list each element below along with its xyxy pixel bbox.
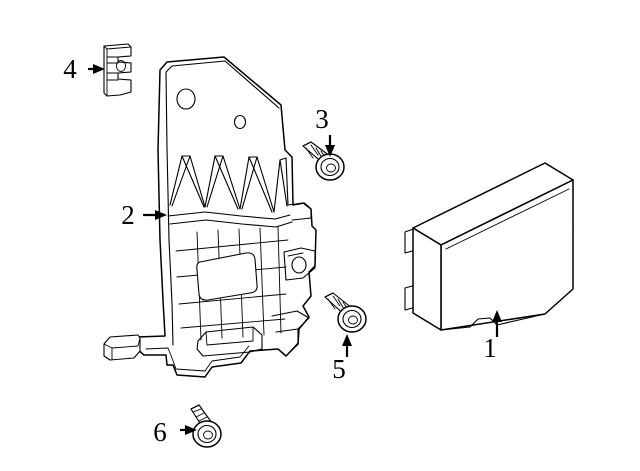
callout-3-leader: [325, 135, 335, 157]
callout-label-1: 1: [483, 333, 497, 363]
bracket-recess: [196, 252, 258, 301]
screw6-thread-3: [198, 416, 208, 422]
callout-4-leader: [88, 64, 105, 74]
screw5-thread-2: [332, 295, 341, 307]
screw3-thread-1: [305, 147, 314, 159]
screw5-tip: [324, 292, 334, 298]
module-bottom-notch: [440, 313, 546, 331]
bracket-ear-hole: [291, 256, 307, 274]
bracket-grid-h4: [180, 318, 286, 329]
bracket-lower-shelf: [271, 310, 310, 333]
part-clip[interactable]: [103, 43, 132, 97]
callout-6-arrowhead: [185, 425, 197, 435]
screw5-thread-3: [337, 298, 345, 310]
bracket-rib-shelf: [167, 211, 291, 220]
bracket-rib-4: [273, 157, 289, 213]
module-front-bevel: [445, 188, 570, 250]
screw6-drive-recess: [203, 430, 213, 440]
screw3-tip: [302, 141, 312, 147]
clip-hole: [116, 60, 126, 72]
bracket-lower-shelf-edge: [286, 328, 299, 356]
bracket-body: [136, 56, 317, 378]
part-screw-6[interactable]: [190, 404, 222, 448]
bracket-foot-top: [103, 337, 141, 349]
callout-label-2: 2: [121, 200, 135, 230]
callout-label-4: 4: [63, 54, 77, 84]
clip-top-inner: [106, 46, 132, 50]
bracket-rib-2: [204, 155, 241, 210]
part-screw-3[interactable]: [302, 141, 345, 181]
bracket-grid-v5: [277, 226, 282, 334]
screw5-head: [337, 305, 367, 333]
bracket-rib-1: [169, 155, 206, 208]
callout-label-5: 5: [332, 354, 346, 384]
screw3-thread-2: [310, 144, 319, 156]
bracket-rib-1b: [181, 155, 205, 208]
callout-1-arrowhead: [492, 310, 502, 322]
bracket-hole-large: [176, 88, 196, 110]
screw6-thread-2: [195, 412, 205, 418]
bracket-hole-small: [233, 114, 247, 130]
bracket-grid-h3: [178, 293, 287, 305]
bracket-bottom-rim: [145, 345, 250, 372]
screw3-drive-recess: [326, 163, 336, 173]
callout-label-6: 6: [153, 417, 167, 447]
bracket-rib-2b: [214, 155, 239, 210]
part-screw-5[interactable]: [324, 292, 367, 333]
screw5-head-ring: [342, 309, 362, 329]
bracket-upper-flange: [287, 202, 312, 221]
bracket-grid-v4: [259, 227, 265, 336]
bracket-rib-3: [239, 156, 275, 213]
screw5-drive-recess: [348, 315, 358, 325]
callout-2-arrowhead: [155, 210, 167, 220]
module-left-face: [412, 227, 442, 331]
screw5-thread-1: [327, 298, 336, 310]
callout-5-leader: [342, 334, 352, 357]
screw3-head: [315, 153, 345, 181]
callout-1-leader: [492, 310, 502, 337]
bracket-mount-ear: [283, 247, 316, 281]
part-control-module[interactable]: [404, 162, 574, 331]
bracket-rib-shelf-2: [169, 219, 293, 228]
callout-3-arrowhead: [325, 145, 335, 157]
bracket-bottom-pocket-inner: [205, 326, 254, 346]
screw6-head-ring: [197, 424, 217, 444]
screw3-head-ring: [320, 157, 340, 177]
bracket-rib-1c: [171, 155, 191, 207]
callout-5-arrowhead: [342, 334, 352, 346]
bracket-rib-3c: [241, 156, 258, 210]
screw6-thread-1: [192, 408, 202, 413]
callout-6-leader: [180, 425, 197, 435]
screw6-head: [192, 420, 222, 448]
bracket-rib-2c: [206, 155, 224, 208]
screw6-tip: [190, 404, 200, 410]
bracket-ear-edge: [287, 252, 304, 257]
callout-4-arrowhead: [93, 64, 105, 74]
bracket-rib-3b: [248, 156, 273, 213]
bracket-grid-h1: [175, 239, 289, 252]
bracket-top-inner-edge: [165, 60, 280, 109]
bracket-rib-4b: [279, 159, 288, 207]
bracket-left-inner-edge: [165, 71, 174, 346]
part-mounting-bracket[interactable]: [103, 56, 317, 378]
callout-label-3: 3: [315, 104, 329, 134]
bracket-bottom-pocket: [196, 326, 263, 357]
callout-2-leader: [143, 210, 167, 220]
